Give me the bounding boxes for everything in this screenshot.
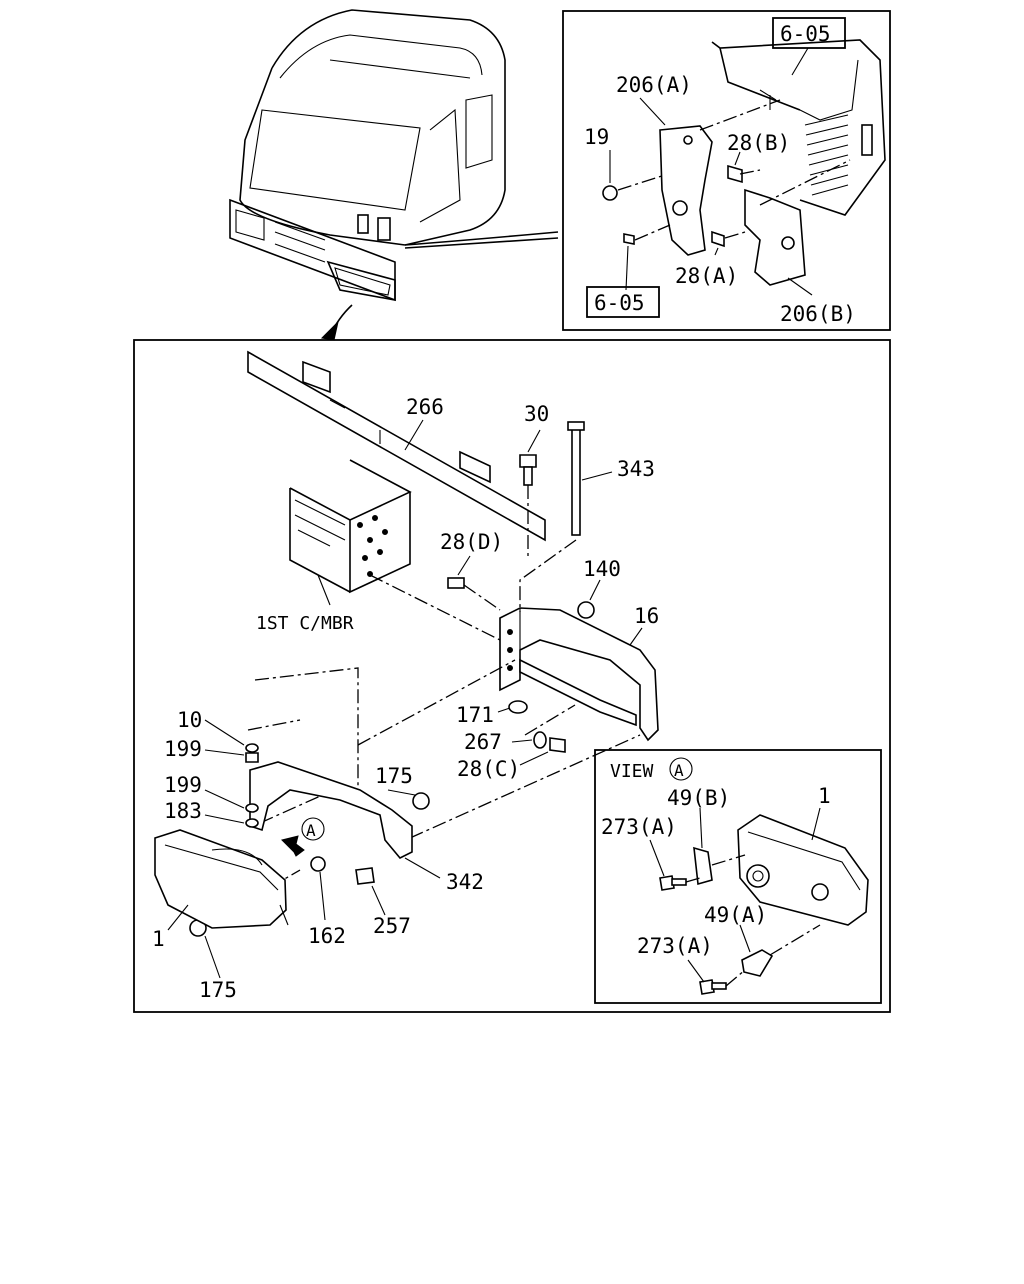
callout-175-lower: 175 bbox=[199, 978, 237, 1002]
view-label: VIEW bbox=[610, 761, 654, 782]
callout-199-lower: 199 bbox=[164, 773, 202, 797]
callout-162: 162 bbox=[308, 924, 346, 948]
callout-199-upper: 199 bbox=[164, 737, 202, 761]
main-assembly-box bbox=[133, 339, 891, 1013]
ref-box-bottom bbox=[586, 286, 660, 318]
callout-10: 10 bbox=[177, 708, 202, 732]
callout-267: 267 bbox=[464, 730, 502, 754]
view-arrow-letter: A bbox=[306, 821, 316, 840]
callout-343: 343 bbox=[617, 457, 655, 481]
callout-16: 16 bbox=[634, 604, 659, 628]
callout-273a-upper: 273(A) bbox=[601, 815, 677, 839]
view-letter: A bbox=[674, 761, 684, 780]
callout-206a: 206(A) bbox=[616, 73, 692, 97]
callout-273a-lower: 273(A) bbox=[637, 934, 713, 958]
callout-257: 257 bbox=[373, 914, 411, 938]
callout-175-upper: 175 bbox=[375, 764, 413, 788]
callout-206b: 206(B) bbox=[780, 302, 856, 326]
callout-19: 19 bbox=[584, 125, 609, 149]
callout-49b: 49(B) bbox=[667, 786, 730, 810]
nut-19 bbox=[602, 185, 618, 201]
callout-28b: 28(B) bbox=[727, 131, 790, 155]
callout-28c: 28(C) bbox=[457, 757, 520, 781]
ref-label-top: 6-05 bbox=[780, 22, 831, 46]
view-a-box bbox=[594, 749, 882, 1004]
callout-49a: 49(A) bbox=[704, 903, 767, 927]
callout-28d: 28(D) bbox=[440, 530, 503, 554]
callout-171: 171 bbox=[456, 703, 494, 727]
ref-label-bottom: 6-05 bbox=[594, 291, 645, 315]
detail-box-mount bbox=[562, 10, 891, 331]
callout-1st-crossmember: 1ST C/MBR bbox=[256, 613, 354, 634]
callout-342: 342 bbox=[446, 870, 484, 894]
callout-266: 266 bbox=[406, 395, 444, 419]
callout-1-view: 1 bbox=[818, 784, 831, 808]
callout-140: 140 bbox=[583, 557, 621, 581]
callout-183: 183 bbox=[164, 799, 202, 823]
ref-box-top bbox=[772, 17, 846, 49]
callout-1-main: 1 bbox=[152, 927, 165, 951]
callout-28a: 28(A) bbox=[675, 264, 738, 288]
truck-cab-overview bbox=[229, 9, 559, 341]
callout-30: 30 bbox=[524, 402, 549, 426]
